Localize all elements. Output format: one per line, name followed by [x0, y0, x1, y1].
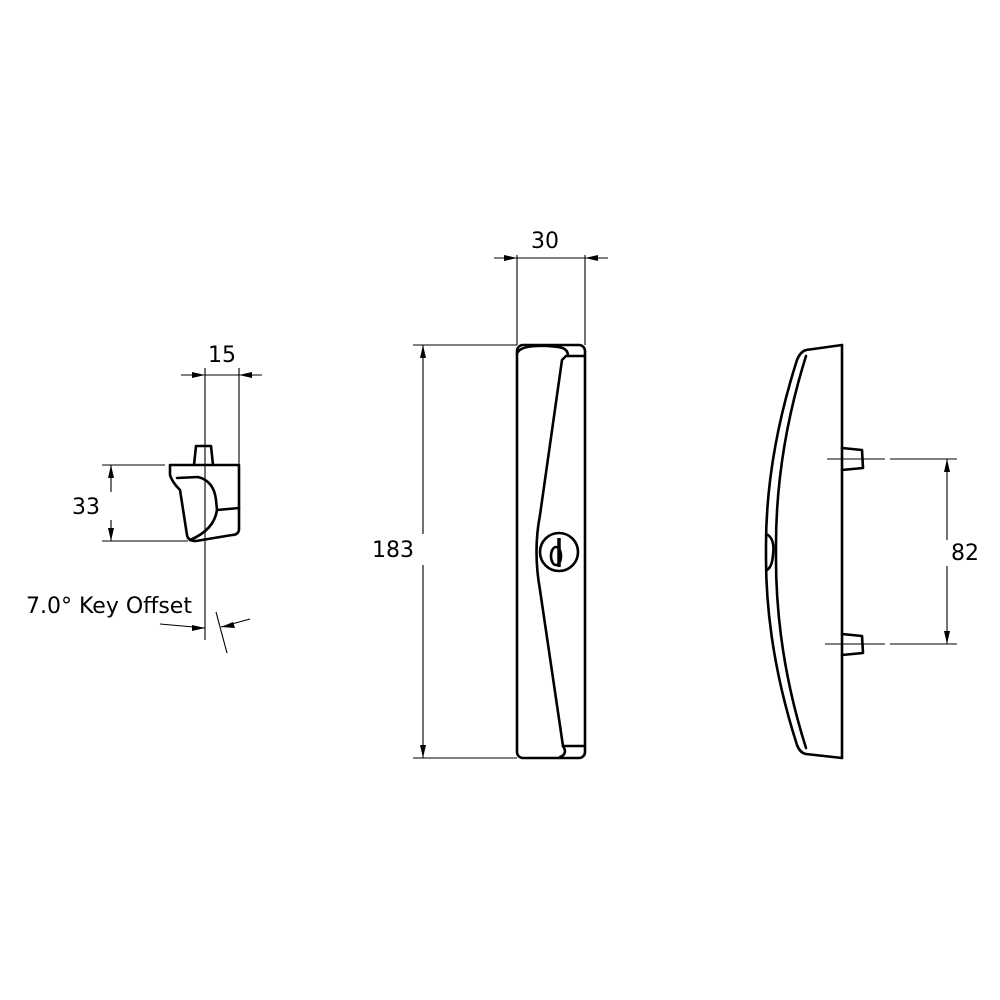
dim-30: 30	[531, 229, 559, 254]
arrow-icon	[239, 372, 252, 378]
thumb-recess-icon	[765, 533, 775, 572]
arrow-icon	[420, 745, 426, 758]
arrow-icon	[504, 255, 517, 261]
front-view-taper	[535, 354, 568, 748]
offset-angle-line	[215, 611, 228, 654]
keyway-icon	[549, 545, 563, 567]
arrow-icon	[108, 528, 114, 541]
dim-82: 82	[951, 541, 979, 566]
arrow-icon	[585, 255, 598, 261]
arrow-icon	[221, 622, 235, 628]
rear-view-curved-face	[764, 343, 844, 760]
arrow-icon	[420, 345, 426, 358]
side-view-inner-curve	[175, 475, 219, 542]
rear-view-inner-curve	[774, 354, 808, 750]
key-cylinder-icon	[538, 531, 580, 573]
rear-view: 82	[764, 343, 979, 760]
arrow-icon	[192, 372, 205, 378]
dim-183: 183	[372, 538, 414, 563]
arrow-icon	[944, 459, 950, 472]
dim-15: 15	[208, 343, 236, 368]
arrow-icon	[192, 625, 205, 631]
key-offset-label: 7.0° Key Offset	[26, 594, 192, 619]
side-view: 15 33 7.0° Key Offset	[26, 343, 262, 654]
dim-33: 33	[72, 495, 100, 520]
front-view: 30 183	[372, 229, 608, 760]
arrow-icon	[944, 631, 950, 644]
arrow-icon	[108, 465, 114, 478]
side-view-pin	[192, 444, 215, 467]
